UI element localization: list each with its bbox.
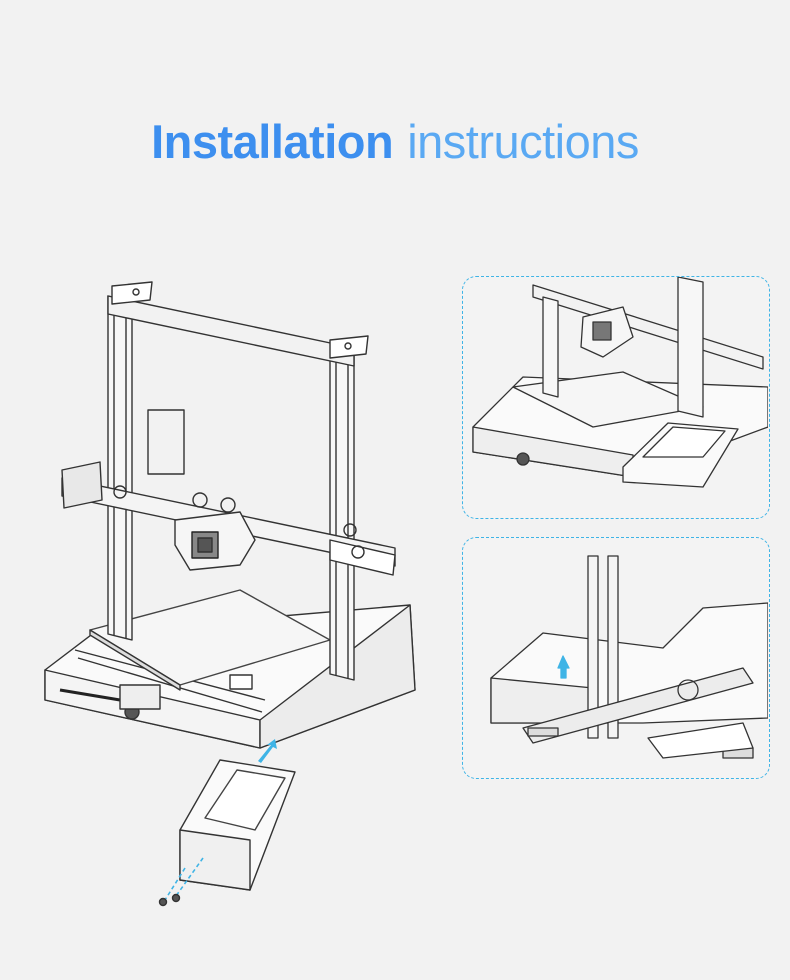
printer-closeup-icon — [472, 277, 768, 488]
install-arrow-icon — [258, 739, 277, 763]
title-light: instructions — [407, 115, 639, 168]
3d-printer-icon — [44, 281, 416, 907]
detail-panel-bottom — [462, 537, 770, 779]
display-bracket-closeup-icon — [490, 555, 768, 759]
title-bold: Installation — [151, 115, 394, 168]
screw-icon — [158, 897, 168, 907]
detail-panel-top — [462, 276, 770, 519]
